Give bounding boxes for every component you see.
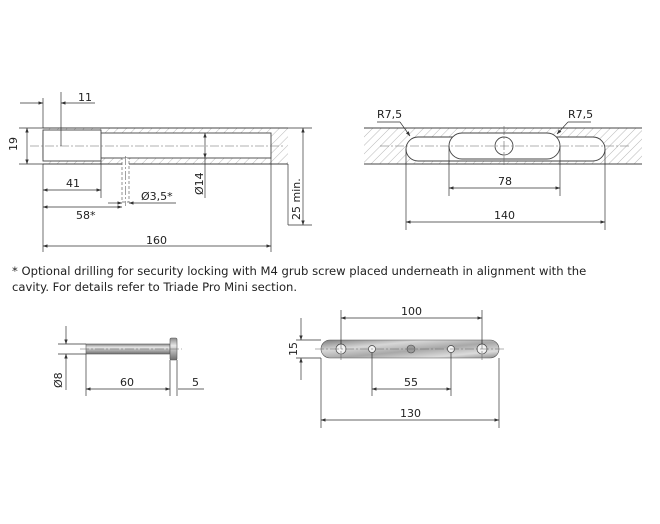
- dim-radius-right: R7,5: [568, 108, 593, 121]
- drilling-footnote: * Optional drilling for security locking…: [12, 263, 612, 295]
- dim-11: 11: [78, 91, 92, 104]
- footnote-line-1: * Optional drilling for security locking…: [12, 264, 587, 278]
- dim-plate-width-15: 15: [287, 342, 300, 356]
- dim-41: 41: [66, 177, 80, 190]
- pin-dimension-labels: Ø8 60 5: [52, 372, 199, 389]
- dim-19: 19: [7, 137, 20, 151]
- plate-dimension-labels: 100 15 55 130: [287, 305, 422, 420]
- dim-bore-14: Ø14: [193, 172, 206, 195]
- top-right-dimension-labels: R7,5 R7,5 78 140: [377, 108, 593, 222]
- dim-drill-3-5: Ø3,5*: [141, 190, 173, 203]
- dim-plate-hole-spacing-55: 55: [404, 376, 418, 389]
- top-right-dimension-lines: [377, 121, 606, 230]
- plate-dimension-lines: [296, 310, 500, 428]
- section-view-frame: [30, 127, 288, 206]
- dim-pin-diameter: Ø8: [52, 372, 65, 388]
- dim-plate-hole-spacing-100: 100: [401, 305, 422, 318]
- top-left-dimension-labels: 11 19 41 58* Ø3,5* Ø14 25 min. 160: [7, 91, 303, 247]
- footnote-line-2: cavity. For details refer to Triade Pro …: [12, 280, 298, 294]
- dim-pin-head: 5: [192, 376, 199, 389]
- top-left-dimension-lines: [19, 92, 312, 252]
- dim-radius-left: R7,5: [377, 108, 402, 121]
- dim-140: 140: [494, 209, 515, 222]
- dim-160: 160: [146, 234, 167, 247]
- dim-78: 78: [498, 175, 512, 188]
- dim-58-star: 58*: [76, 209, 96, 222]
- plate-part: [315, 339, 505, 360]
- dim-plate-length-130: 130: [400, 407, 421, 420]
- slotted-frame-view: [364, 126, 642, 166]
- dim-25-min: 25 min.: [290, 178, 303, 220]
- pin-dimension-lines: [58, 326, 204, 396]
- dim-pin-length: 60: [120, 376, 134, 389]
- pin-part: [80, 337, 182, 361]
